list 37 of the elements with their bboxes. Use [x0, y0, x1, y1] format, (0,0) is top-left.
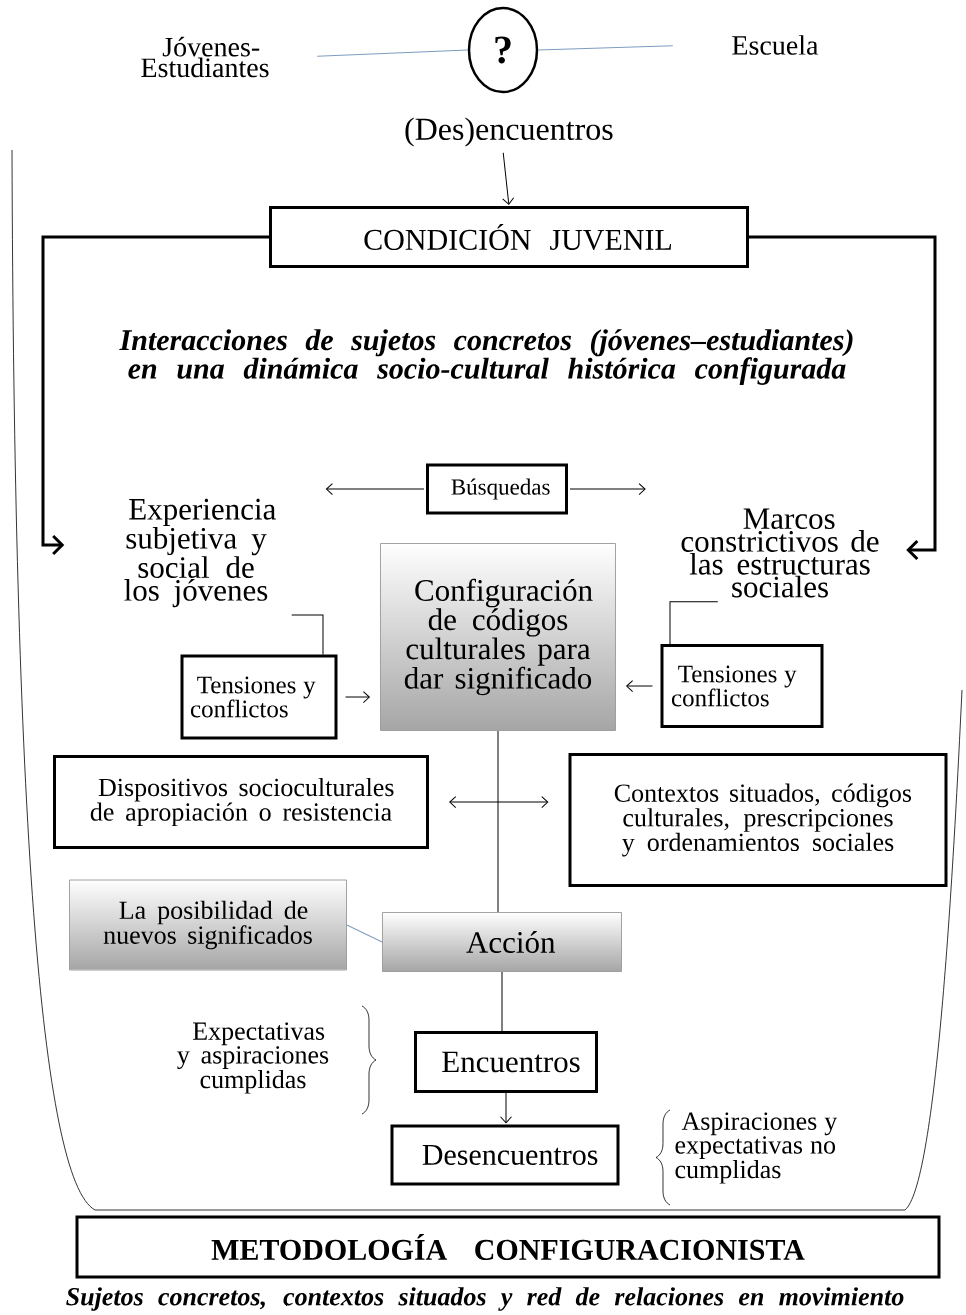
text-label: Experiencia subjetiva y social de los jóvenes	[124, 498, 276, 608]
arrow	[41, 235, 269, 556]
arrow	[502, 152, 515, 205]
text-label: (Des)encuentros	[405, 117, 613, 147]
shaded-box: La posibilidad de nuevos significados	[69, 879, 347, 971]
connector-line	[346, 924, 383, 943]
process-box: Contextos situados, códigos culturales, prescripciones y ordenamientos sociales	[568, 753, 948, 887]
arrow	[500, 1092, 512, 1124]
connector-line	[497, 730, 499, 913]
arrow	[325, 483, 425, 495]
subtitle-text: Interacciones de sujetos concretos (jóvenes–estudiantes) en una dinámica socio-cultural histórica configurada	[119, 329, 853, 385]
text-label: Marcos constrictivos de las estructuras sociales	[681, 508, 879, 598]
text-label: Escuela	[732, 35, 819, 55]
caption: Sujetos concretos, contextos situados y red de relaciones en movimiento	[66, 1287, 904, 1311]
side-note: Expectativas y aspiraciones cumplidas	[177, 1022, 329, 1094]
process-box: Tensiones y conflictos	[180, 654, 338, 740]
shaded-box: Configuración de códigos culturales para dar significado	[380, 543, 616, 731]
connector-line	[291, 614, 324, 655]
side-note: Aspiraciones y expectativas no cumplidas	[675, 1112, 838, 1184]
process-box: Búsquedas	[426, 463, 568, 515]
arrow	[345, 691, 370, 703]
process-box: METODOLOGÍA CONFIGURACIONISTA	[75, 1215, 941, 1279]
process-box: Encuentros	[414, 1031, 598, 1093]
arrow	[449, 796, 549, 808]
text-label: Jóvenes- Estudiantes	[141, 36, 269, 78]
arrow	[749, 235, 937, 561]
connector-line	[669, 601, 719, 645]
connector-line	[537, 45, 674, 51]
process-box: Tensiones y conflictos	[660, 644, 824, 728]
arrow	[626, 680, 653, 692]
connector-line	[501, 971, 503, 1032]
arrow	[569, 483, 646, 495]
connector-line	[316, 49, 469, 57]
process-box: Desencuentros	[390, 1124, 620, 1186]
shaded-box: Acción	[382, 912, 622, 972]
process-box: CONDICIÓN JUVENIL	[269, 206, 749, 268]
process-box: Dispositivos socioculturales de apropiación o resistencia	[53, 755, 429, 849]
